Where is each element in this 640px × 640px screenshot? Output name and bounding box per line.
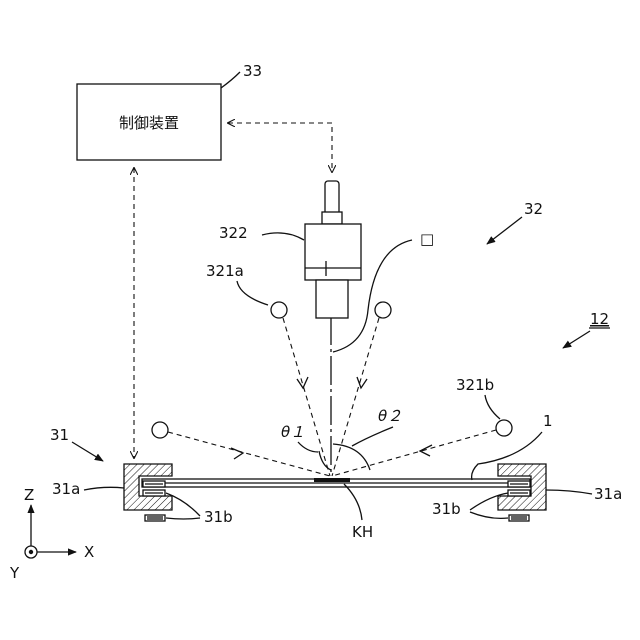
holder-left: [124, 464, 172, 521]
ray-arrow-4: [420, 445, 432, 456]
axis-x-label: X: [84, 543, 94, 561]
ref-holder-right: 31a: [594, 485, 622, 503]
ref-camera: 322: [219, 224, 248, 242]
coordinate-axes: [25, 505, 76, 558]
ref-inspection-unit: 32: [524, 200, 543, 218]
arrow-32: [487, 217, 522, 244]
light-source-upper-right: [375, 302, 391, 318]
leader-322: [262, 233, 304, 240]
arrow-31: [72, 442, 103, 461]
defect-mark: [314, 478, 350, 482]
ref-control-device: 33: [243, 62, 262, 80]
leader-321b: [485, 395, 500, 419]
control-device-box: 制御装置: [77, 84, 221, 160]
light-source-lower-left: [152, 422, 168, 438]
leader-33: [221, 72, 240, 88]
angle-theta2: θ２: [378, 407, 402, 425]
ref-light-321a: 321a: [206, 262, 244, 280]
leader-theta2: [352, 427, 393, 446]
ray-lower-left: [168, 432, 330, 476]
ref-clamp-right: 31b: [432, 500, 461, 518]
defect-label: KH: [352, 523, 373, 541]
camera: [305, 181, 361, 318]
angle-arc-2: [333, 444, 370, 470]
leader-31b-left-2: [166, 518, 200, 519]
ray-lower-right: [332, 430, 496, 476]
leader-31b-right-2: [470, 512, 508, 518]
leader-kh: [344, 484, 362, 520]
ref-light-321b: 321b: [456, 376, 494, 394]
axis-y-label: Y: [9, 564, 20, 582]
ray-upper-right: [332, 318, 379, 476]
ray-upper-left: [283, 318, 330, 476]
ref-clamp-left: 31b: [204, 508, 233, 526]
leader-321a: [237, 281, 268, 305]
axis-y-dot: [29, 550, 33, 554]
axis-z-label: Z: [24, 486, 34, 504]
angle-theta1: θ１: [281, 423, 305, 441]
light-source-321b: [496, 420, 512, 436]
leader-31a-right: [546, 490, 592, 494]
leader-theta1: [298, 442, 318, 452]
ray-arrow-2: [357, 377, 367, 388]
control-device-label: 制御装置: [119, 114, 179, 132]
light-source-321a: [271, 302, 287, 318]
signal-line-camera: [228, 123, 332, 172]
ref-holder: 31: [50, 426, 69, 444]
axis-marker-label: □: [420, 230, 434, 248]
ref-workpiece: 1: [543, 412, 553, 430]
leader-31a-left: [84, 487, 124, 490]
arrow-12: [563, 331, 590, 348]
holder-right: [498, 464, 546, 521]
ref-holder-left: 31a: [52, 480, 80, 498]
ref-unit: 12: [590, 310, 609, 328]
